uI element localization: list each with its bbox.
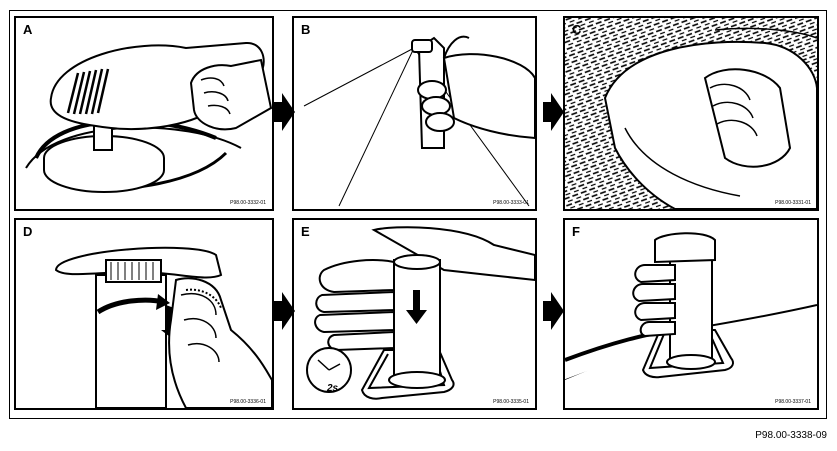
panel-code: P98.00-3332-01 xyxy=(230,200,266,206)
panel-code: P98.00-3335-01 xyxy=(493,399,529,405)
figure-frame xyxy=(9,10,827,419)
panel-code: P98.00-3336-01 xyxy=(230,399,266,405)
bottle-icon xyxy=(565,232,817,408)
timer-label: 2s xyxy=(327,383,339,394)
panel-code: P98.00-3337-01 xyxy=(775,399,811,405)
panel-b: B P98.00-3333-01 xyxy=(292,16,537,211)
panel-a: A P98.00-3332-01 xyxy=(14,16,274,211)
figure-code: P98.00-3338-09 xyxy=(755,430,827,441)
panel-label: B xyxy=(301,22,311,37)
step-arrow-icon xyxy=(274,93,295,131)
panel-e: E 2s P98.00-3335-01 xyxy=(292,218,537,410)
cloth-icon xyxy=(565,18,817,209)
panel-d: D P98.00-3336-01 xyxy=(14,218,274,410)
panel-code: P98.00-3331-01 xyxy=(775,200,811,206)
panel-f: F P98.00-3337-01 xyxy=(563,218,819,410)
press-down-icon xyxy=(306,226,535,400)
panel-label: F xyxy=(572,224,580,239)
step-arrow-icon xyxy=(543,292,564,330)
panel-label: E xyxy=(301,224,310,239)
panel-c: C P98.00-3331-01 xyxy=(563,16,819,211)
spray-can-icon xyxy=(303,35,535,207)
step-arrow-icon xyxy=(543,93,564,131)
panel-label: D xyxy=(23,224,33,239)
bottle-cap-icon xyxy=(54,246,272,408)
panel-label: C xyxy=(572,22,582,37)
polisher-icon xyxy=(25,41,272,193)
panel-label: A xyxy=(23,22,33,37)
step-arrow-icon xyxy=(274,292,295,330)
panel-code: P98.00-3333-01 xyxy=(493,200,529,206)
